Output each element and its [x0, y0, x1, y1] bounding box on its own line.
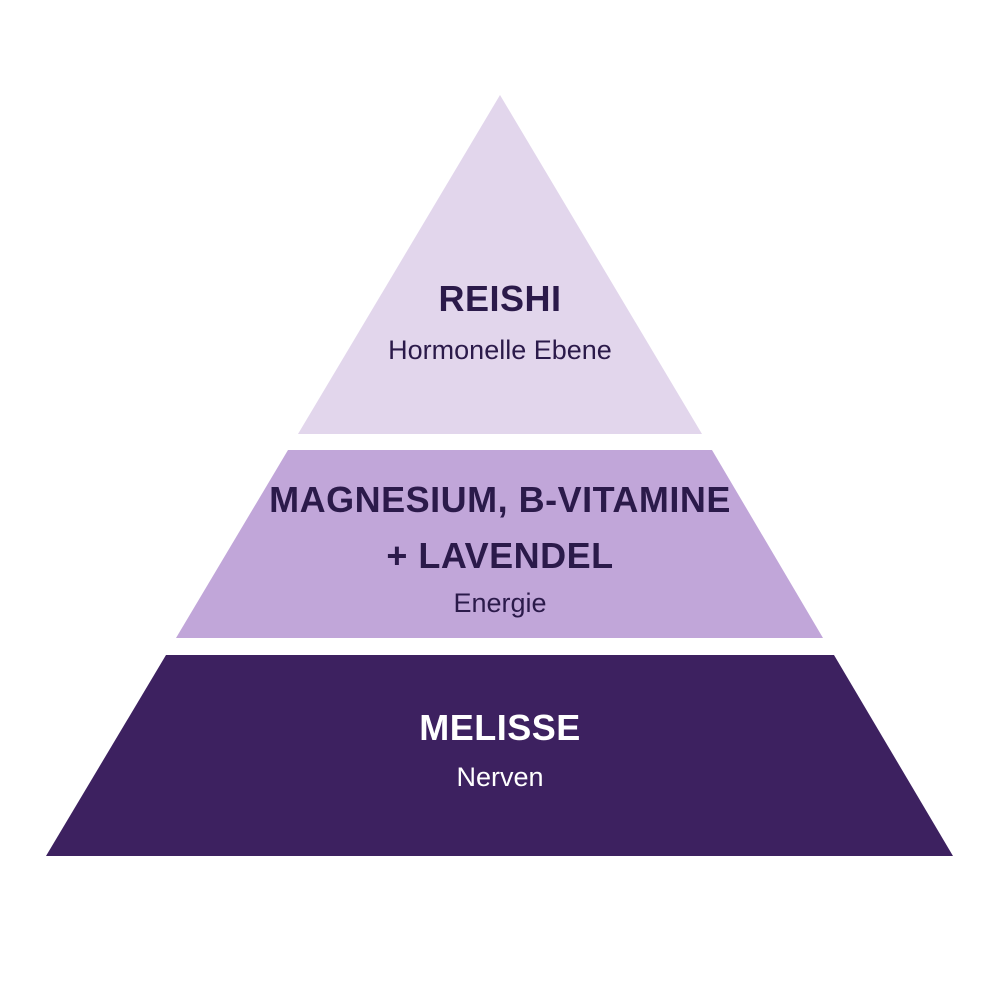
tier-top-title: REISHI	[438, 278, 562, 319]
tier-middle-text: MAGNESIUM, B-VITAMINE + LAVENDEL Energie	[0, 474, 1000, 619]
tier-bottom-shape	[46, 655, 953, 856]
tier-bottom-subtitle: Nerven	[456, 762, 544, 792]
tier-middle-title-line1: MAGNESIUM, B-VITAMINE	[269, 479, 731, 520]
tier-bottom-title: MELISSE	[419, 707, 581, 748]
tier-top-shape	[298, 95, 702, 434]
tier-middle-subtitle: Energie	[453, 588, 547, 618]
tier-middle-title-line2: + LAVENDEL	[386, 535, 614, 576]
tier-top-text: REISHI Hormonelle Ebene	[0, 273, 1000, 366]
tier-top-subtitle: Hormonelle Ebene	[388, 335, 612, 365]
tier-bottom-text: MELISSE Nerven	[0, 702, 1000, 793]
tier-middle-shape	[176, 450, 823, 638]
